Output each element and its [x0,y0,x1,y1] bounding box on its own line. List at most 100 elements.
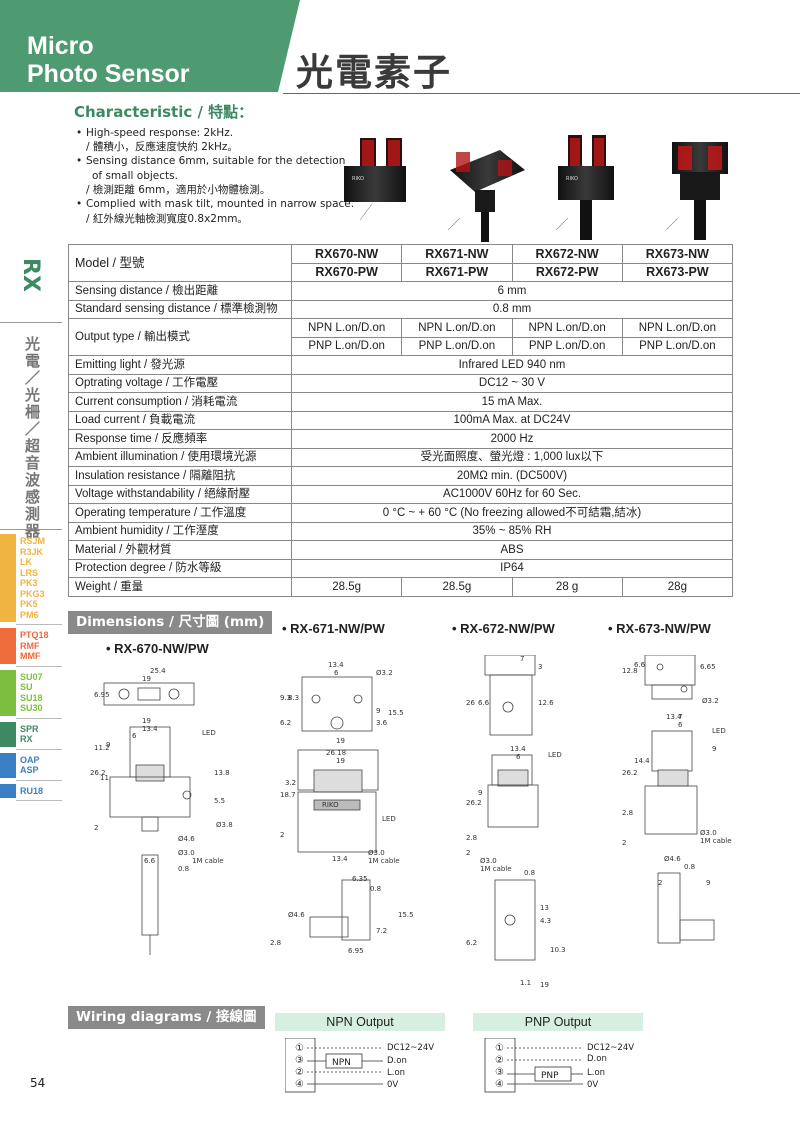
characteristic-line: of small objects. [92,170,178,182]
sidebar-item[interactable]: RMF [20,640,40,651]
sidebar-item[interactable]: PM6 [20,609,39,620]
photo-rx672: RIKO [555,135,614,240]
spec-table: Model / 型號 RX670-NW RX671-NW RX672-NW RX… [68,244,734,597]
row-value: 受光面照度、螢光燈 : 1,000 lux以下 [291,447,733,467]
dimension-annotation: 9 [706,879,710,887]
sidebar-item[interactable]: SPR [20,723,39,734]
table-row: PNP L.on/D.on PNP L.on/D.on PNP L.on/D.o… [69,336,734,356]
photo-rx671 [447,150,525,242]
dimension-annotation: 15.5 [388,709,404,717]
row-label: Operating temperature / 工作溫度 [68,503,292,523]
dimension-annotation: 13.4 [666,713,682,721]
npn-terminal-label: 0V [387,1080,398,1090]
row-label: Insulation resistance / 隔離阻抗 [68,466,292,486]
sidebar-item[interactable]: ASP [20,765,39,775]
svg-text:RIKO: RIKO [352,176,364,182]
sidebar-item[interactable]: MMF [20,651,41,661]
characteristic-line: / 紅外線光軸檢測寬度0.8x2mm。 [86,213,248,225]
sidebar-item[interactable]: RSJM [20,536,46,546]
dimension-annotation: 19 [142,717,151,725]
sidebar-item[interactable]: PKG3 [20,588,45,599]
characteristic-line: / 檢測距離 6mm，適用於小物體檢測。 [86,184,271,196]
wiring-diagrams: ①③②④①②③④NPNPNPDC12~24VD.onL.on0VDC12~24V… [285,1038,634,1093]
dimension-annotation: 11.2 [94,744,110,752]
sidebar-item[interactable]: SU30 [20,703,43,713]
dimension-annotation: 6 [132,732,137,740]
dimension-annotation: 7 [520,655,524,663]
dimension-annotation: 2 [280,831,284,839]
npn-pin-number: ④ [295,1079,304,1090]
row-label: Output type / 輸出模式 [68,318,292,356]
sidebar-item[interactable]: RU18 [20,785,44,796]
dimension-annotation: 6 [516,753,521,761]
header-title-line2: Photo Sensor [27,60,190,88]
product-photos: RIKO RIKO [344,135,728,242]
characteristic-line: High-speed response: 2kHz. [86,127,234,139]
dimension-annotation: 13.4 [328,661,344,669]
page-title: 光電素子 [296,51,452,94]
pnp-connector [484,1038,516,1093]
model-pw: RX671-PW [401,262,513,282]
model-pw: RX673-PW [621,262,734,282]
dimension-annotation: Ø3.0 [700,829,717,837]
dimension-annotation: 26.2 [622,769,638,777]
dim-label-670: • RX-670-NW/PW [106,641,209,656]
dimension-annotation: 5.5 [214,797,225,805]
sidebar-divider [16,624,62,625]
dimension-annotation: 3 [538,663,542,671]
row-value: 100mA Max. at DC24V [291,410,733,430]
dimension-annotation: 0.8 [370,885,381,893]
sidebar-item[interactable]: R3JK [20,546,44,557]
page-number: 54 [30,1076,46,1090]
row-label: Load current / 負載電流 [68,410,292,430]
dimension-annotation: 13.4 [510,745,526,753]
characteristic-line: Sensing distance 6mm, suitable for the d… [86,155,346,167]
sidebar-item[interactable]: OAP [20,754,40,765]
wiring-heading: Wiring diagrams / 接線圖 [68,1006,265,1029]
row-label: Response time / 反應頻率 [68,429,292,449]
dimension-annotation: 13.8 [214,769,230,777]
dimension-annotation: 4.3 [540,917,551,925]
row-value: 20MΩ min. (DC500V) [291,466,733,486]
dimension-annotation: 12.8 [622,667,638,675]
sidebar-group-bar [0,721,16,747]
sidebar-item[interactable]: SU07 [20,671,43,682]
sidebar-item[interactable]: LK [20,557,32,567]
dimension-annotation: 6.95 [94,691,110,699]
model-nw: RX671-NW [401,244,513,264]
sidebar-item[interactable]: LRS [20,567,38,578]
table-row: Sensing distance / 檢出距離 6 mm [68,281,733,301]
dimension-annotation: 6 [678,721,683,729]
row-label: Voltage withstandability / 絕緣耐壓 [68,484,292,504]
output-npn: NPN L.on/D.on [290,318,403,338]
title-divider [283,93,800,94]
dimension-annotation: 11 [100,774,109,782]
dim-label-673: • RX-673-NW/PW [608,621,711,636]
sidebar-item[interactable]: PTQ18 [20,630,49,640]
dim-label-text: RX-670-NW/PW [114,641,209,656]
sidebar-item[interactable]: RX [20,734,33,744]
row-value: ABS [291,540,733,560]
dimension-annotation: 12.6 [538,699,554,707]
sidebar-item[interactable]: SU18 [20,692,43,703]
sidebar-category-box [0,322,62,530]
sidebar-item[interactable]: SU [20,682,33,692]
model-nw: RX673-NW [621,244,734,264]
npn-pin-number: ② [295,1067,304,1078]
dimension-annotation: LED [712,727,726,735]
sidebar-item[interactable]: PK3 [20,578,38,588]
dimension-annotation: 7 [678,713,682,721]
sidebar-item[interactable]: PK5 [20,599,38,609]
dimension-annotation: Ø3.8 [216,821,233,829]
dimension-annotation: 6.2 [466,939,477,947]
dimensions-heading: Dimensions / 尺寸圖 (mm) [68,611,273,634]
sidebar-category-label: 光電／光柵／超音波感測器 [23,336,41,540]
dimension-annotation: LED [548,751,562,759]
pnp-terminal-label: DC12~24V [587,1043,634,1053]
row-value: 15 mA Max. [291,392,733,412]
